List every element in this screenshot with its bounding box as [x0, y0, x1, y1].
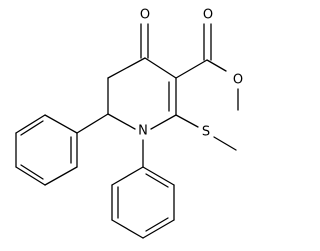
phenyl-c6-edge-2	[44, 166, 78, 186]
ester-carbonyl-oxygen-label: O	[203, 8, 213, 23]
phenyl-n-edge-3	[142, 219, 175, 239]
methyl-ester-group	[175, 23, 239, 111]
sulfur-label: S	[202, 125, 210, 140]
phenyl-ring-n	[111, 139, 175, 239]
ketone-group	[140, 23, 149, 59]
methylthio-group	[175, 114, 237, 151]
phenyl-c6-inner-2	[20, 164, 44, 180]
phenyl-n-edge-1	[142, 166, 175, 186]
bond-c5-c4	[107, 57, 146, 79]
phenyl-c6-edge-5	[15, 114, 46, 134]
phenyl-n-edge-4	[111, 219, 144, 239]
bond-c2-s	[175, 114, 199, 128]
bond-c2-n1	[150, 114, 177, 130]
ester-oxygen-label: O	[233, 73, 243, 88]
phenyl-c6-edge-3	[15, 166, 46, 186]
bond-c6-phenyl	[76, 113, 109, 134]
molecule-structure: O O O N S	[15, 8, 243, 239]
phenyl-n-inner-1	[145, 173, 169, 188]
ketone-oxygen-label: O	[140, 8, 150, 23]
phenyl-c6-edge-6	[44, 114, 78, 134]
bond-n1-c6	[107, 113, 136, 130]
phenyl-c6-inner-3	[20, 120, 44, 136]
ring-nitrogen-label: N	[138, 124, 148, 139]
bond-s-methyl	[213, 136, 237, 151]
atom-labels: O O O N S	[138, 8, 243, 140]
phenyl-n-edge-6	[111, 166, 144, 186]
bond-c3-ccarbonyl	[175, 59, 208, 79]
dihydropyridinone-ring	[107, 57, 177, 130]
bond-c4-c3	[144, 57, 177, 79]
phenyl-ring-c6	[15, 113, 109, 186]
bond-ccarbonyl-oester	[206, 59, 227, 72]
phenyl-n-inner-2	[145, 217, 169, 232]
